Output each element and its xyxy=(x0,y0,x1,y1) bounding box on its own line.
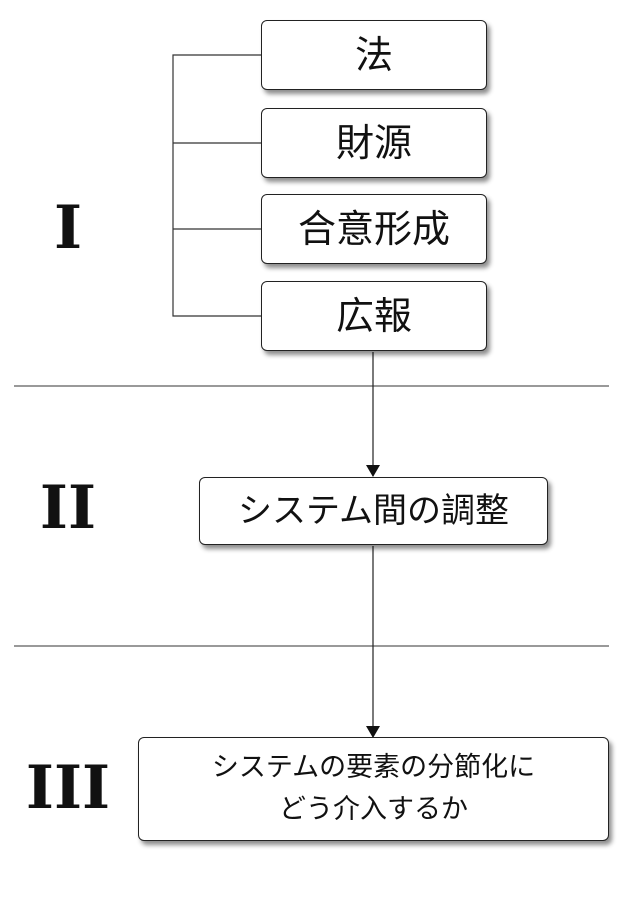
node-inter-system-coordination: システム間の調整 xyxy=(199,477,548,545)
node-consensus-building: 合意形成 xyxy=(261,194,487,264)
node-public-relations: 広報 xyxy=(261,281,487,351)
stage-label-two: II xyxy=(39,473,97,543)
stage-label-one: I xyxy=(53,193,83,263)
node-element-articulation-intervention: システムの要素の分節化に どう介入するか xyxy=(138,737,609,841)
stage-one-bracket xyxy=(172,54,261,317)
stage-label-three: III xyxy=(25,753,111,823)
node-law: 法 xyxy=(261,20,487,90)
node-funding: 財源 xyxy=(261,108,487,178)
node-line-2: どう介入するか xyxy=(279,794,468,825)
node-line-1: システムの要素の分節化に xyxy=(211,752,536,784)
